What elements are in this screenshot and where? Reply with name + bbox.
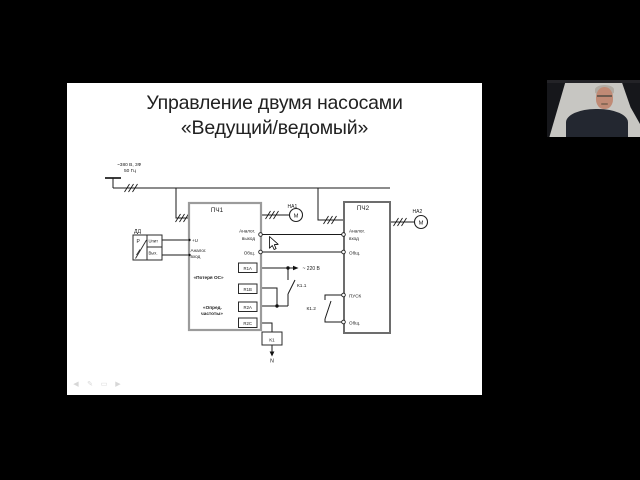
webcam-tile[interactable] <box>547 80 640 137</box>
presenter-face <box>596 87 613 109</box>
slide-menu-icon[interactable]: ▭ <box>100 381 108 388</box>
slide-title-line2: «Ведущий/ведомый» <box>180 117 369 139</box>
prev-slide-icon[interactable]: ◀ <box>73 381 79 388</box>
presenter-glasses <box>597 95 612 97</box>
room-corner-left <box>547 80 566 137</box>
next-slide-icon[interactable]: ▶ <box>115 381 121 388</box>
cam-top-edge <box>547 80 640 83</box>
slide-title: Управление двумя насосами «Ведущий/ведом… <box>67 91 482 141</box>
presenter-shirt <box>566 109 628 137</box>
slide-title-line1: Управление двумя насосами <box>146 92 403 114</box>
presenter-mustache <box>601 103 608 105</box>
slideshow-nav: ◀ ✎ ▭ ▶ <box>72 380 122 390</box>
pen-icon[interactable]: ✎ <box>87 381 93 388</box>
